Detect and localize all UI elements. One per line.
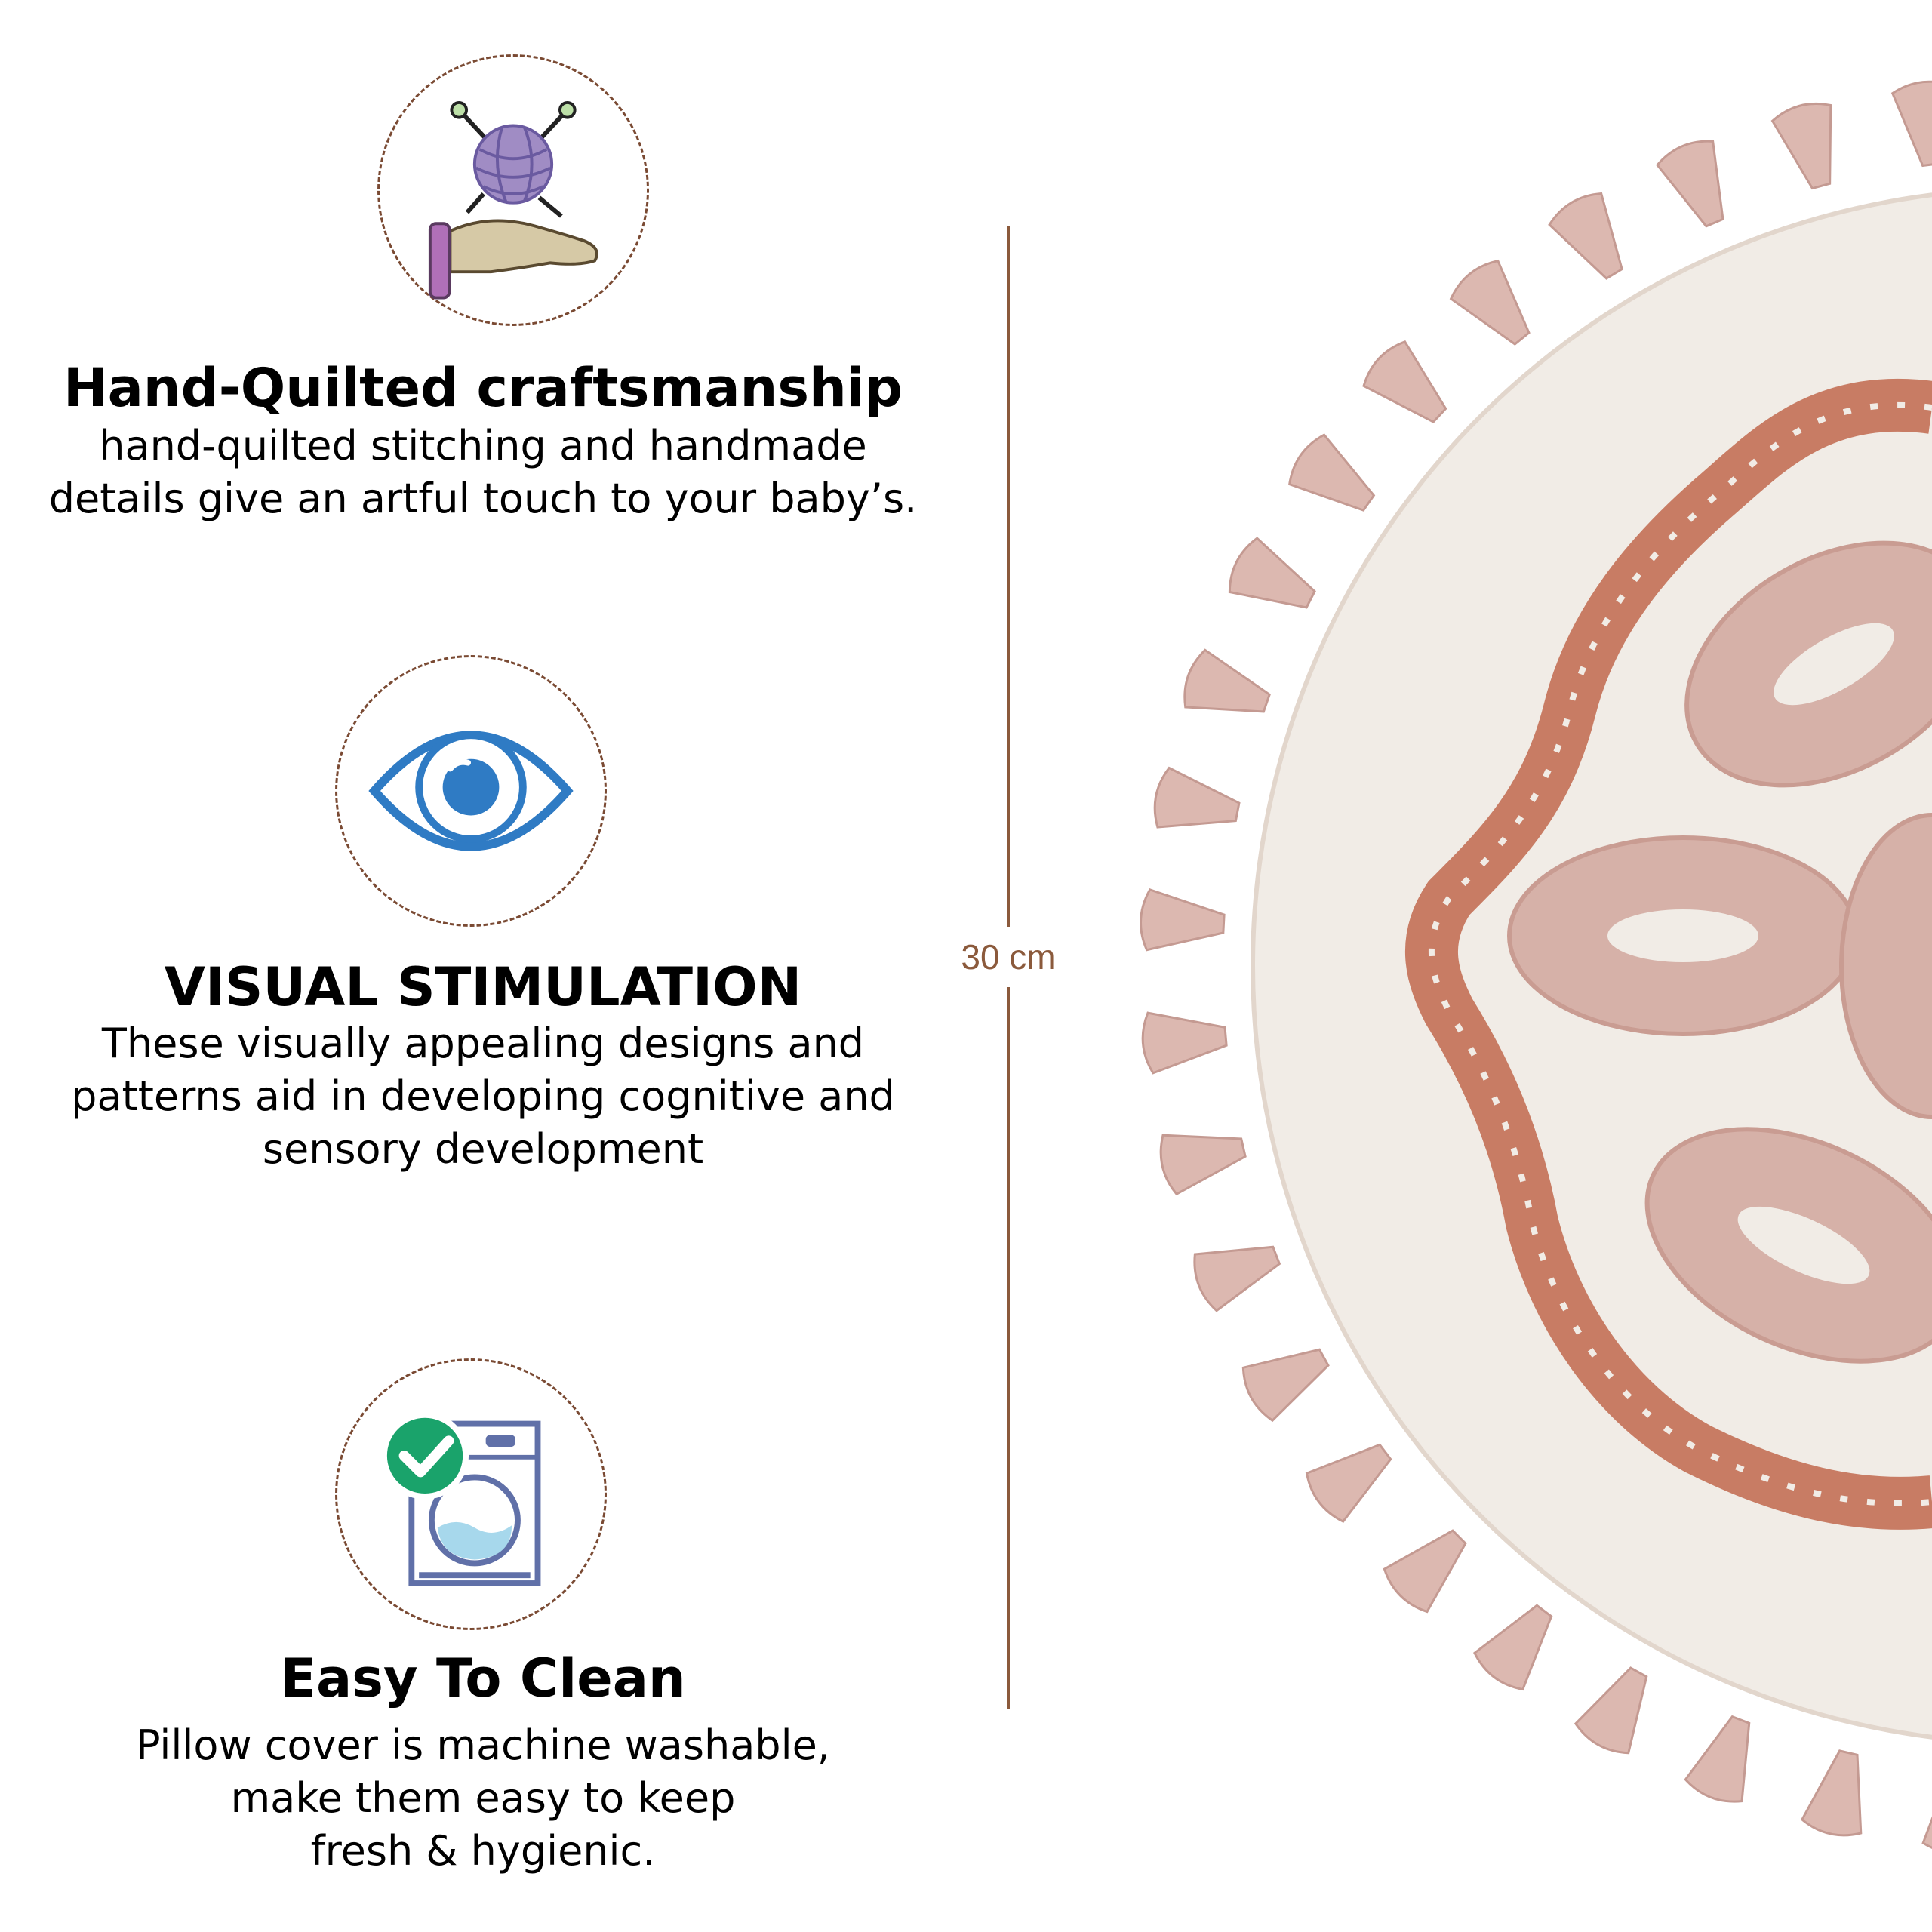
tassel	[1800, 1749, 1863, 1837]
description-line: Pillow cover is machine washable,	[136, 1721, 830, 1769]
tassel	[1362, 340, 1447, 423]
feature-title: Hand-Quilted craftsmanship	[63, 357, 903, 419]
tassel	[1228, 537, 1316, 609]
tassel	[1183, 648, 1271, 713]
knitting-hand-icon	[428, 101, 598, 300]
tassel	[1153, 766, 1241, 829]
tassel	[1159, 1134, 1247, 1196]
description-line: fresh & hygienic.	[310, 1827, 656, 1875]
tassel	[1140, 888, 1226, 952]
tassel	[1473, 1604, 1553, 1691]
tassel	[1574, 1666, 1648, 1755]
pillow-tassels	[1140, 80, 1932, 1855]
washing-machine-check-icon	[381, 1411, 541, 1586]
description-line: sensory development	[262, 1125, 704, 1173]
icon-ring	[377, 54, 649, 326]
tassel	[1383, 1529, 1467, 1614]
tassel	[1921, 1768, 1932, 1855]
description-line: hand-quilted stitching and handmade	[99, 422, 867, 469]
tassel	[1287, 433, 1376, 512]
feature-description: Pillow cover is machine washable, make t…	[0, 1719, 966, 1878]
tassel	[1193, 1245, 1281, 1312]
feature-description: These visually appealing designs and pat…	[0, 1017, 966, 1176]
feature-title: VISUAL STIMULATION	[164, 956, 802, 1018]
icon-ring	[335, 655, 607, 927]
pillow-product-image	[1140, 80, 1932, 1855]
pillow-embroidered-border	[1404, 378, 1932, 1530]
tassel	[1241, 1348, 1330, 1423]
feature-title: Easy To Clean	[280, 1647, 686, 1709]
description-line: make them easy to keep	[230, 1774, 736, 1822]
measurement-label: 30 cm	[940, 927, 1076, 987]
tassel	[1684, 1715, 1751, 1803]
description-line: details give an artful touch to your bab…	[48, 475, 918, 522]
tassel	[1141, 1011, 1228, 1075]
pillow-petals	[1507, 540, 1932, 1364]
tassel	[1449, 259, 1531, 346]
tassel	[1305, 1443, 1392, 1523]
description-line: patterns aid in developing cognitive and	[71, 1072, 895, 1120]
tassel	[1770, 102, 1832, 190]
tassel	[1656, 140, 1724, 228]
description-line: These visually appealing designs and	[101, 1020, 865, 1067]
eye-icon	[368, 731, 574, 851]
icon-ring	[335, 1358, 607, 1630]
tassel	[1548, 192, 1623, 280]
tassel	[1890, 80, 1932, 168]
feature-description: hand-quilted stitching and handmade deta…	[0, 420, 966, 525]
